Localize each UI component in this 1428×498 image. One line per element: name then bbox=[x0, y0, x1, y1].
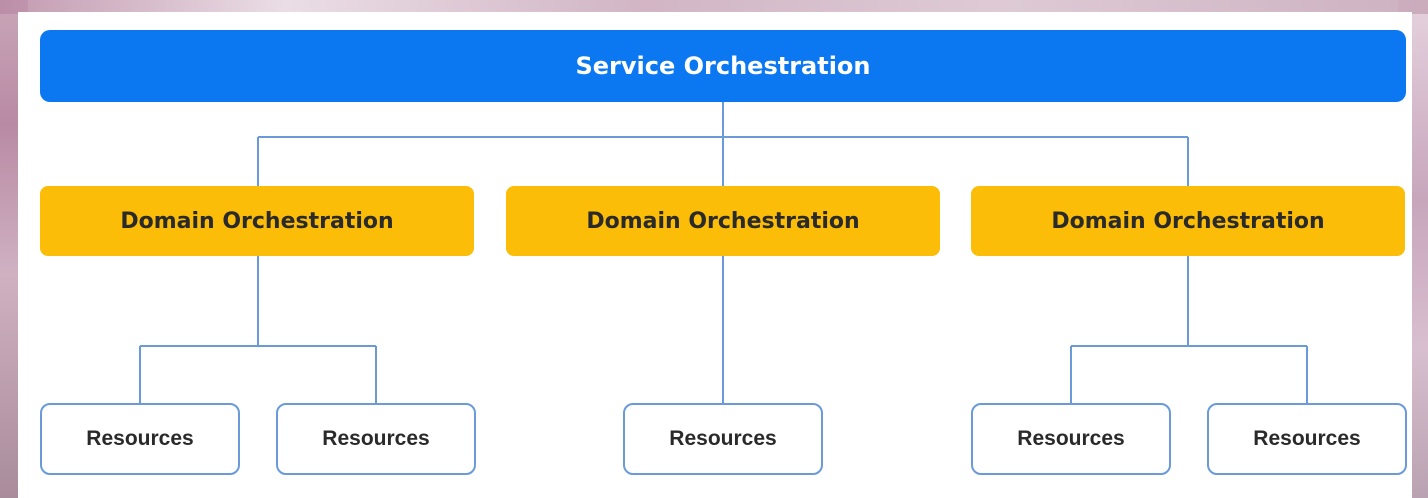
resources-box-1: Resources bbox=[40, 403, 240, 475]
resources-box-5: Resources bbox=[1207, 403, 1407, 475]
domain-orchestration-box-2: Domain Orchestration bbox=[506, 186, 940, 256]
resources-label: Resources bbox=[669, 427, 777, 450]
resources-box-3: Resources bbox=[623, 403, 823, 475]
service-orchestration-label: Service Orchestration bbox=[575, 52, 871, 80]
domain-orchestration-box-1: Domain Orchestration bbox=[40, 186, 474, 256]
resources-label: Resources bbox=[1253, 427, 1361, 450]
service-orchestration-box: Service Orchestration bbox=[40, 30, 1406, 102]
domain-orchestration-box-3: Domain Orchestration bbox=[971, 186, 1405, 256]
resources-label: Resources bbox=[86, 427, 194, 450]
resources-box-2: Resources bbox=[276, 403, 476, 475]
resources-box-4: Resources bbox=[971, 403, 1171, 475]
domain-orchestration-label: Domain Orchestration bbox=[586, 208, 860, 234]
domain-orchestration-label: Domain Orchestration bbox=[1051, 208, 1325, 234]
domain-orchestration-label: Domain Orchestration bbox=[120, 208, 394, 234]
resources-label: Resources bbox=[1017, 427, 1125, 450]
resources-label: Resources bbox=[322, 427, 430, 450]
